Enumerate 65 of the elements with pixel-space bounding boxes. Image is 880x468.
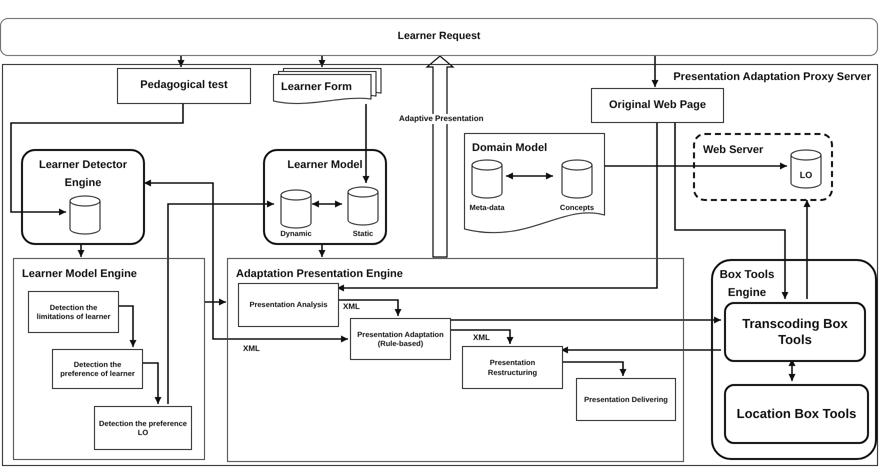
- arrow: [318, 244, 326, 257]
- server-frame: [2, 64, 878, 466]
- container-title: Learner Model Engine: [22, 268, 137, 280]
- engine-panel: [227, 258, 684, 462]
- dashed-container: [693, 133, 833, 201]
- database-label: LO: [800, 170, 812, 180]
- arrow: [141, 362, 162, 404]
- container-title: Adaptation Presentation Engine: [236, 268, 403, 280]
- node-label: Transcoding Box Tools: [741, 316, 849, 348]
- container-title: Domain Model: [472, 142, 548, 154]
- node-label: Learner Request: [398, 30, 480, 44]
- request-bar: [0, 18, 878, 56]
- container-title: Presentation Adaptation Proxy Server: [673, 71, 871, 83]
- edge-label: XML: [342, 302, 361, 312]
- edge-label: XML: [242, 344, 261, 354]
- process-box: [462, 346, 563, 389]
- arrow: [318, 56, 326, 67]
- container-title: Learner Detector Engine: [38, 159, 128, 189]
- process-box: [117, 68, 251, 104]
- arrow: [117, 305, 136, 347]
- arrow: [167, 200, 274, 404]
- node-label: Location Box Tools: [736, 406, 856, 422]
- arrow: [10, 103, 184, 216]
- process-box: [94, 406, 192, 450]
- tool-box: [724, 302, 866, 362]
- edge-label: XML: [472, 333, 491, 343]
- container-title: Box Tools Engine: [720, 269, 774, 299]
- block-arrow: [425, 55, 455, 258]
- node-label: Learner Form: [281, 81, 352, 93]
- arrow: [337, 122, 658, 292]
- arrow: [337, 299, 402, 316]
- arrow: [804, 200, 810, 299]
- double-arrow: [506, 172, 553, 180]
- arrow: [674, 122, 788, 299]
- node-label: Original Web Page: [609, 98, 706, 112]
- tool-box: [724, 384, 869, 444]
- container-title: Web Server: [703, 144, 764, 156]
- arrow: [449, 329, 514, 344]
- node-label: Pedagogical test: [140, 79, 228, 93]
- double-arrow: [144, 180, 348, 342]
- arrow: [604, 162, 787, 170]
- process-box: [28, 291, 119, 333]
- arrow: [561, 361, 626, 376]
- engine-panel: [13, 258, 205, 460]
- process-box: [591, 88, 724, 123]
- engine-container: [263, 149, 387, 245]
- engine-container: [21, 149, 145, 245]
- arrow: [204, 298, 226, 306]
- engine-container: [711, 259, 877, 460]
- arrow: [561, 346, 721, 354]
- document-stack: [273, 68, 381, 105]
- container-title: Learner Model: [287, 159, 363, 171]
- database-cylinder: [790, 149, 822, 189]
- arrow: [362, 104, 370, 183]
- process-box: [238, 283, 339, 327]
- arrow: [652, 56, 658, 87]
- double-arrow: [312, 200, 342, 208]
- arrow: [178, 56, 184, 67]
- database-cylinder: [69, 195, 101, 235]
- arrow: [78, 244, 84, 257]
- process-box: [576, 378, 676, 421]
- edge-label: Adaptive Presentation: [398, 114, 484, 124]
- process-box: [350, 318, 451, 360]
- arrow: [449, 316, 721, 324]
- process-box: [52, 349, 143, 389]
